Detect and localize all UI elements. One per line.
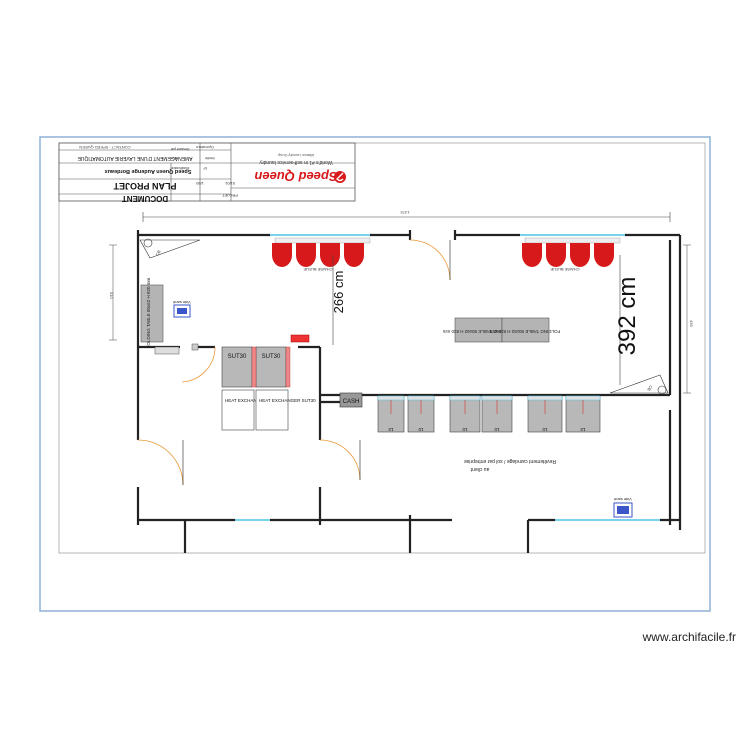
corner-mark-right: CB <box>646 385 653 393</box>
field-date: 01/01 <box>224 181 235 186</box>
vide-sanit-left: Vide sanit <box>172 300 191 318</box>
dryer-separator <box>285 346 291 388</box>
operator-label: Operateur <box>195 145 214 150</box>
title-block: DOCUMENT PLAN PROJET Speed Queen Audenge… <box>58 142 356 203</box>
floor-note-2: au client <box>470 466 489 472</box>
dimension-392-label: 392 cm <box>614 277 641 356</box>
chair <box>320 243 340 267</box>
heat-exchanger-2-label: HEAT EXCHANGER SUT30 <box>259 398 316 403</box>
folding-table-left: FOLDING TABLE 80x62 H 820 mm <box>140 277 164 348</box>
dimension-392: 392 cm <box>614 255 641 385</box>
washer-label: 10 <box>494 427 500 432</box>
folding-table-right-2-label: FOLDING TABLE 80x92 H 820 mm <box>489 329 560 334</box>
washers: 10 10 10 10 10 10 <box>377 395 601 433</box>
chair <box>570 243 590 267</box>
chair <box>296 243 316 267</box>
overall-dimension: 1375 <box>142 210 671 222</box>
corner-mark-left: CB <box>155 249 162 257</box>
project-name: Speed Queen Audenge Bordeaux <box>104 168 192 174</box>
dryer-1-label: SUT30 <box>228 354 247 360</box>
washer: 10 <box>565 395 601 433</box>
washer: 10 <box>449 395 481 433</box>
chair <box>272 243 292 267</box>
red-fixture <box>290 334 310 343</box>
left-room-dimension: 510 <box>109 244 117 341</box>
corner-fixture-right: CB <box>609 374 669 395</box>
speed-queen-logo: Speed Queen World's #1 in self-service l… <box>254 153 346 184</box>
chair <box>344 243 364 267</box>
folding-table-right-1-label: FOLDING TABLE 80x92 H 820 mm <box>442 329 513 334</box>
chair <box>522 243 542 267</box>
washer-label: 10 <box>542 427 548 432</box>
heat-exchanger-2: HEAT EXCHANGER SUT30 <box>255 389 316 431</box>
chair <box>546 243 566 267</box>
washer-label: 10 <box>462 427 468 432</box>
washer-label: 10 <box>418 427 424 432</box>
folding-table-right-1: FOLDING TABLE 80x92 H 820 mm <box>442 317 513 343</box>
brand-name: Speed Queen <box>254 169 337 184</box>
cash-label: CASH <box>343 399 360 405</box>
field-echelle: 1/50 <box>195 181 204 186</box>
field-verifie: Vérifié <box>205 156 215 160</box>
plan-label: PLAN PROJET <box>113 181 177 191</box>
sheet-frame <box>39 136 711 612</box>
right-small-dimension: 435 <box>689 320 694 327</box>
heat-exchanger-1: HEAT EXCHANGER SUT30 <box>221 389 282 431</box>
floor-note-1: Revêtement carrelage / sol par entrepris… <box>464 458 556 464</box>
washer: 10 <box>377 395 405 433</box>
field-dessine: Dessiné par <box>170 147 190 151</box>
dimension-266-label: 266 cm <box>331 271 346 314</box>
plan-frame <box>58 142 706 554</box>
right-room-dimension: 435 <box>683 244 694 394</box>
chairs-left-label: CHAISE BLEUE <box>303 267 332 272</box>
brand-tagline: World's #1 in self-service laundry <box>259 159 333 165</box>
folding-table-right-2: FOLDING TABLE 80x92 H 820 mm <box>489 317 560 343</box>
washer: 10 <box>527 395 563 433</box>
brand-tagline-small: Alliance Laundry Group <box>278 153 315 157</box>
washer: 10 <box>481 395 513 433</box>
chairs-left: CHAISE BLEUE <box>272 237 371 272</box>
cash-machine: CASH <box>339 392 363 408</box>
vide-sanit-right: Vide sanit <box>613 497 633 518</box>
field-numero: N° <box>202 166 207 170</box>
shelf <box>154 346 180 355</box>
chairs-right-label: CHAISE BLEUE <box>550 267 579 272</box>
dryer-2-label: SUT30 <box>262 354 281 360</box>
chair <box>594 243 614 267</box>
walls <box>136 230 682 553</box>
vide-right-label: Vide sanit <box>613 497 631 502</box>
website-credit: www.archifacile.fr <box>642 630 736 644</box>
vide-left-label: Vide sanit <box>172 300 190 305</box>
field-modification: Modification <box>171 166 190 170</box>
overall-dimension-label: 1375 <box>400 210 410 215</box>
document-label: DOCUMENT <box>122 194 168 203</box>
left-small-dimension: 510 <box>109 292 114 299</box>
small-box <box>191 343 199 351</box>
project-desc: AMENAGEMENT D'UNE LAVERIE AUTOMATIQUE <box>77 155 193 161</box>
doors <box>137 239 451 486</box>
dimension-266: 266 cm <box>331 255 346 345</box>
windows <box>235 234 660 521</box>
washer: 10 <box>407 395 435 433</box>
dryer-separator <box>251 346 257 388</box>
corner-fixture-left: CB <box>139 238 201 259</box>
heat-exchanger-1-label: HEAT EXCHANGER SUT30 <box>225 398 282 403</box>
chairs-right: CHAISE BLEUE <box>522 237 621 272</box>
field-projet: PROJET <box>222 193 238 198</box>
washer-label: 10 <box>580 427 586 432</box>
washer-label: 10 <box>388 427 394 432</box>
field-indice: V0 <box>172 156 178 161</box>
dryer-2: SUT30 <box>255 346 287 388</box>
dryer-1: SUT30 <box>221 346 253 388</box>
contact-label: CONTACT : SPEED QUEEN <box>79 145 130 150</box>
folding-table-left-label: FOLDING TABLE 80x62 H 820 mm <box>146 277 151 348</box>
